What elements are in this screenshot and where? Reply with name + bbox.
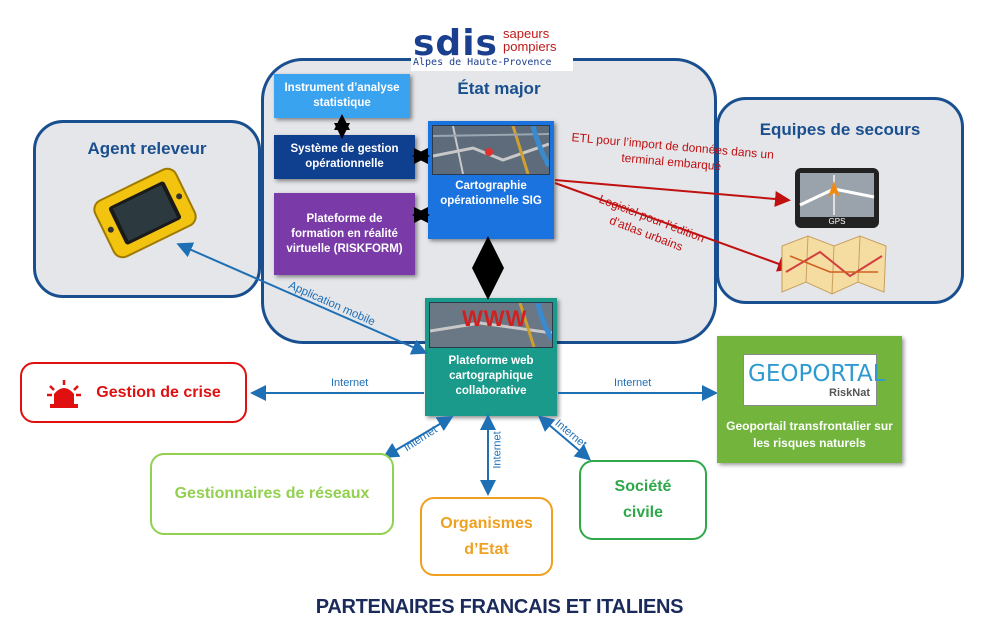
web-platform-label: Plateforme web cartographique collaborat…	[448, 355, 534, 397]
agent-releveur-title: Agent releveur	[87, 139, 207, 158]
alarm-icon	[47, 380, 81, 408]
gps-device-icon: GPS	[794, 167, 880, 229]
map-thumbnail	[432, 125, 550, 175]
web-thumbnail: WWW	[429, 302, 553, 348]
arrow-app-mobile	[176, 242, 428, 355]
internet-label-organismes: Internet	[491, 431, 504, 469]
logo-main: sdis	[413, 23, 498, 64]
sdis-logo: sdis sapeurs pompiers Alpes de Haute-Pro…	[411, 23, 573, 71]
organismes-etat-box: Organismes d’Etat	[420, 497, 553, 576]
gestion-crise-label: Gestion de crise	[96, 383, 221, 401]
gestion-crise-box: Gestion de crise	[20, 362, 247, 423]
geoportal-name: GEOPORTAL	[748, 361, 886, 387]
web-platform-box: WWW Plateforme web cartographique collab…	[425, 298, 557, 416]
logo-subtitle: Alpes de Haute-Provence	[413, 57, 552, 68]
equipes-title: Equipes de secours	[759, 120, 921, 139]
www-map-icon	[430, 303, 552, 347]
agent-releveur-panel: Agent releveur	[33, 120, 261, 298]
geoportal-box: GEOPORTAL RiskNat Geoportail transfronta…	[717, 336, 902, 463]
internet-label-crise: Internet	[331, 377, 369, 389]
cartographie-box: Cartographie opérationnelle SIG	[428, 121, 554, 239]
rugged-tablet-icon	[88, 163, 201, 264]
logo-line2: pompiers	[503, 39, 557, 54]
map-icon	[433, 126, 549, 174]
instrument-box: Instrument d’analyse statistique	[274, 74, 410, 118]
geoportal-sub: RiskNat	[829, 387, 870, 399]
logo-line1: sapeurs	[503, 26, 550, 41]
geoportal-desc: Geoportail transfrontalier sur les risqu…	[726, 419, 893, 450]
www-text: WWW	[462, 306, 528, 331]
etat-major-title: État major	[457, 79, 541, 98]
folded-map-icon	[780, 232, 890, 298]
internet-label-geoportal: Internet	[614, 377, 652, 389]
footer-title: PARTENAIRES FRANCAIS ET ITALIENS	[315, 596, 684, 618]
arrow-etl	[554, 179, 791, 207]
arrow-logiciel	[554, 182, 794, 272]
societe-civile-box: Société civile	[579, 460, 707, 540]
geoportal-logo: GEOPORTAL RiskNat	[743, 354, 886, 406]
systeme-box: Système de gestion opérationnelle	[274, 135, 415, 179]
arrow-reseaux	[382, 415, 454, 459]
gestionnaires-reseaux-box: Gestionnaires de réseaux	[150, 453, 394, 535]
gps-label: GPS	[828, 217, 846, 226]
arrow-societe	[537, 415, 592, 461]
cartographie-label: Cartographie opérationnelle SIG	[440, 180, 542, 207]
